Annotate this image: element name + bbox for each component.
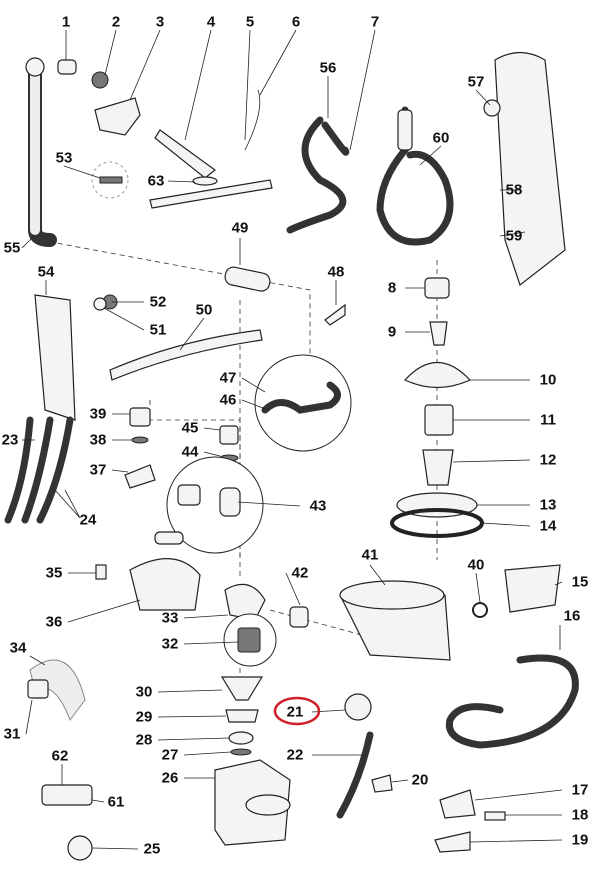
part-label-41: 41 bbox=[361, 546, 379, 564]
part-label-20: 20 bbox=[411, 771, 429, 789]
part-label-63: 63 bbox=[147, 172, 165, 190]
part-label-32: 32 bbox=[161, 635, 179, 653]
part-label-45: 45 bbox=[181, 419, 199, 437]
part-label-11: 11 bbox=[540, 411, 556, 429]
part-label-13: 13 bbox=[539, 496, 557, 514]
part-label-42: 42 bbox=[291, 564, 309, 582]
part-label-35: 35 bbox=[45, 564, 63, 582]
part-label-17: 17 bbox=[571, 781, 589, 799]
part-label-49: 49 bbox=[231, 219, 249, 237]
part-label-28: 28 bbox=[135, 731, 153, 749]
part-label-62: 62 bbox=[51, 747, 69, 765]
part-label-50: 50 bbox=[195, 301, 213, 319]
part-label-18: 18 bbox=[571, 806, 589, 824]
part-label-58: 58 bbox=[505, 181, 523, 199]
part-label-30: 30 bbox=[135, 683, 153, 701]
part-label-47: 47 bbox=[219, 369, 237, 387]
part-label-16: 16 bbox=[563, 607, 581, 625]
part-label-43: 43 bbox=[309, 497, 327, 515]
part-label-55: 55 bbox=[3, 239, 21, 257]
part-label-2: 2 bbox=[111, 13, 121, 31]
part-label-27: 27 bbox=[161, 746, 179, 764]
part-label-53: 53 bbox=[55, 149, 73, 167]
part-label-52: 52 bbox=[149, 293, 167, 311]
part-label-26: 26 bbox=[161, 769, 179, 787]
part-label-39: 39 bbox=[89, 405, 107, 423]
part-label-40: 40 bbox=[467, 556, 485, 574]
part-label-25: 25 bbox=[143, 840, 161, 858]
part-label-22: 22 bbox=[286, 746, 304, 764]
part-label-57: 57 bbox=[467, 73, 485, 91]
part-label-46: 46 bbox=[219, 391, 237, 409]
part-label-59: 59 bbox=[505, 227, 523, 245]
part-label-4: 4 bbox=[206, 13, 216, 31]
part-label-12: 12 bbox=[539, 451, 557, 469]
part-label-48: 48 bbox=[327, 263, 345, 281]
part-label-7: 7 bbox=[370, 13, 380, 31]
part-label-54: 54 bbox=[37, 263, 55, 281]
part-label-15: 15 bbox=[571, 573, 589, 591]
highlight-ring-21 bbox=[273, 696, 321, 726]
part-label-38: 38 bbox=[89, 431, 107, 449]
part-label-3: 3 bbox=[155, 13, 165, 31]
part-label-21: 21 bbox=[286, 703, 304, 721]
part-label-36: 36 bbox=[45, 613, 63, 631]
part-label-29: 29 bbox=[135, 708, 153, 726]
part-label-6: 6 bbox=[291, 13, 301, 31]
part-label-9: 9 bbox=[387, 323, 397, 341]
part-label-23: 23 bbox=[1, 431, 19, 449]
part-label-24: 24 bbox=[79, 511, 97, 529]
part-label-31: 31 bbox=[3, 725, 21, 743]
part-label-33: 33 bbox=[161, 609, 179, 627]
part-label-10: 10 bbox=[539, 371, 557, 389]
part-label-19: 19 bbox=[571, 831, 589, 849]
part-label-5: 5 bbox=[245, 13, 255, 31]
part-label-56: 56 bbox=[319, 59, 337, 77]
part-label-51: 51 bbox=[149, 321, 167, 339]
part-label-44: 44 bbox=[181, 443, 199, 461]
part-label-1: 1 bbox=[61, 13, 71, 31]
part-label-61: 61 bbox=[107, 793, 125, 811]
part-label-8: 8 bbox=[387, 279, 397, 297]
part-label-14: 14 bbox=[539, 517, 557, 535]
part-label-34: 34 bbox=[9, 639, 27, 657]
part-label-37: 37 bbox=[89, 461, 107, 479]
part-label-60: 60 bbox=[432, 129, 450, 147]
